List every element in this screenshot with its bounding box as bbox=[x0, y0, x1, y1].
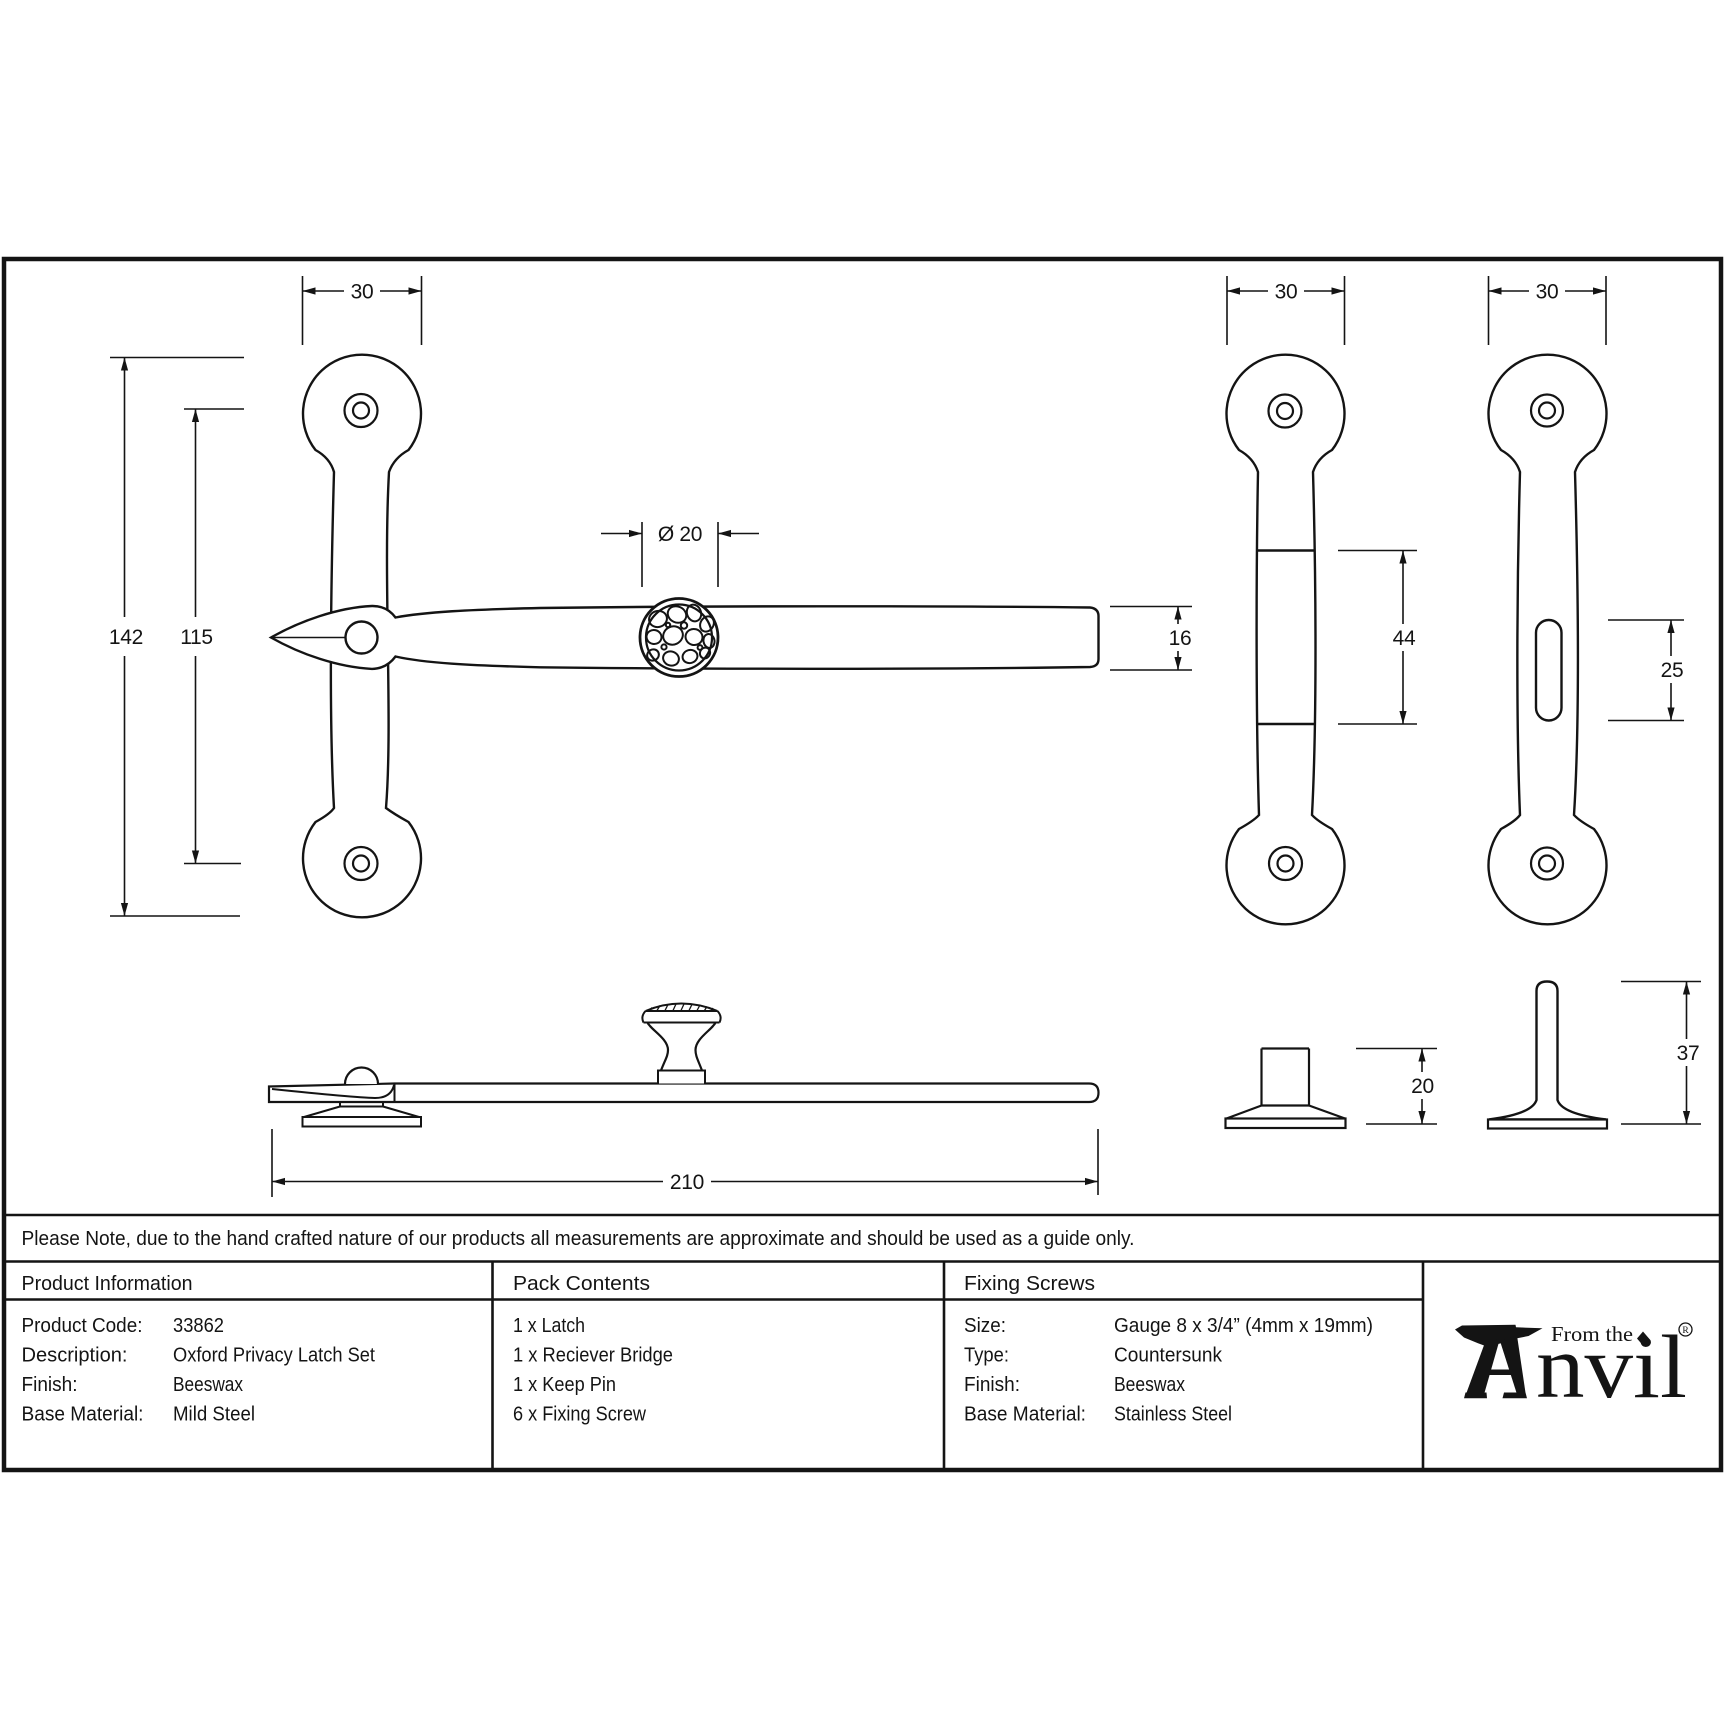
svg-text:Size:: Size: bbox=[964, 1315, 1006, 1337]
svg-text:1 x Keep Pin: 1 x Keep Pin bbox=[513, 1374, 616, 1396]
svg-text:20: 20 bbox=[1411, 1075, 1434, 1098]
svg-text:Countersunk: Countersunk bbox=[1114, 1345, 1223, 1367]
svg-text:Gauge 8 x 3/4” (4mm x 19mm): Gauge 8 x 3/4” (4mm x 19mm) bbox=[1114, 1315, 1373, 1337]
svg-text:Base Material:: Base Material: bbox=[22, 1404, 144, 1426]
svg-text:142: 142 bbox=[109, 626, 143, 649]
svg-text:Base Material:: Base Material: bbox=[964, 1404, 1086, 1426]
svg-text:Oxford Privacy Latch Set: Oxford Privacy Latch Set bbox=[173, 1345, 375, 1367]
svg-text:30: 30 bbox=[1275, 281, 1298, 304]
svg-text:115: 115 bbox=[180, 626, 213, 649]
svg-text:37: 37 bbox=[1677, 1042, 1700, 1065]
svg-text:30: 30 bbox=[351, 281, 374, 304]
svg-text:210: 210 bbox=[670, 1171, 704, 1194]
svg-text:Please Note, due to the hand c: Please Note, due to the hand crafted nat… bbox=[22, 1228, 1135, 1250]
svg-text:Beeswax: Beeswax bbox=[1114, 1374, 1185, 1396]
svg-text:Finish:: Finish: bbox=[964, 1374, 1020, 1396]
svg-text:30: 30 bbox=[1536, 281, 1559, 304]
svg-text:1 x Latch: 1 x Latch bbox=[513, 1315, 585, 1337]
svg-text:Stainless Steel: Stainless Steel bbox=[1114, 1404, 1232, 1426]
svg-text:Pack Contents: Pack Contents bbox=[513, 1273, 650, 1295]
svg-text:nvil: nvil bbox=[1536, 1318, 1687, 1417]
svg-text:Beeswax: Beeswax bbox=[173, 1374, 243, 1396]
svg-text:16: 16 bbox=[1169, 627, 1192, 650]
svg-text:44: 44 bbox=[1393, 627, 1416, 650]
svg-text:From the: From the bbox=[1551, 1322, 1633, 1346]
svg-text:R: R bbox=[1682, 1326, 1689, 1336]
svg-text:25: 25 bbox=[1661, 659, 1684, 682]
svg-text:Mild Steel: Mild Steel bbox=[173, 1404, 255, 1426]
svg-text:Product Information: Product Information bbox=[22, 1273, 193, 1295]
svg-text:Type:: Type: bbox=[964, 1345, 1009, 1367]
svg-text:Ø 20: Ø 20 bbox=[658, 523, 702, 546]
svg-text:Product Code:: Product Code: bbox=[22, 1315, 143, 1337]
svg-text:6 x Fixing Screw: 6 x Fixing Screw bbox=[513, 1404, 646, 1426]
svg-text:Fixing Screws: Fixing Screws bbox=[964, 1273, 1095, 1295]
svg-text:Description:: Description: bbox=[22, 1345, 128, 1367]
svg-text:1 x Reciever Bridge: 1 x Reciever Bridge bbox=[513, 1345, 673, 1367]
svg-text:33862: 33862 bbox=[173, 1315, 224, 1337]
svg-text:Finish:: Finish: bbox=[22, 1374, 78, 1396]
